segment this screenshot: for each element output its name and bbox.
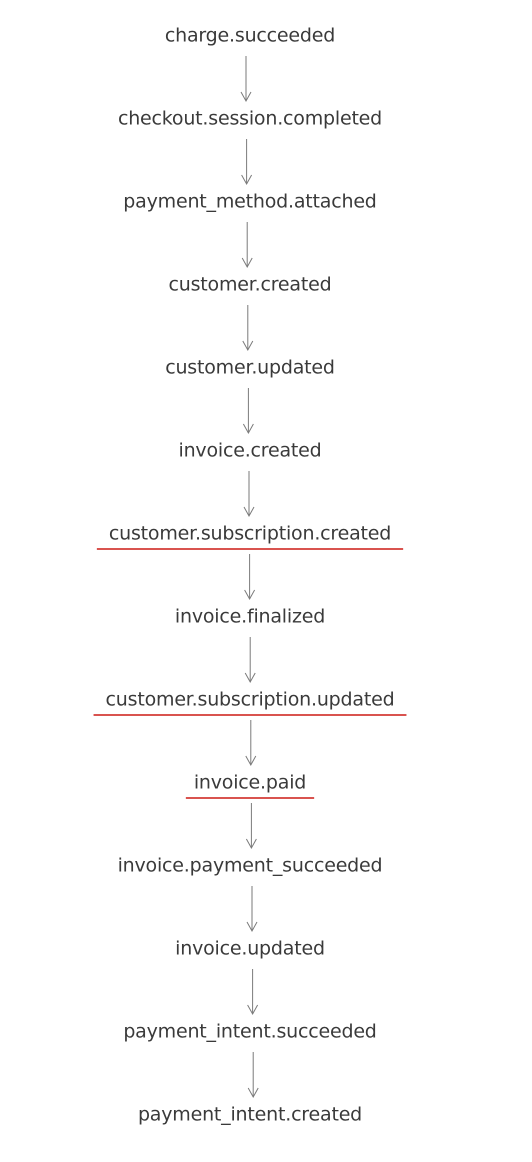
- event-node-label: checkout.session.completed: [118, 108, 382, 130]
- event-node-label: payment_method.attached: [123, 191, 376, 213]
- event-node-label: invoice.paid: [194, 772, 306, 794]
- event-node-label: invoice.payment_succeeded: [118, 855, 383, 877]
- event-node-label: invoice.created: [178, 440, 321, 462]
- event-node-label: payment_intent.created: [138, 1104, 362, 1126]
- flow-arrow: [247, 969, 259, 1016]
- event-node-label: customer.created: [169, 274, 332, 296]
- event-node-label: customer.updated: [165, 357, 335, 379]
- flow-arrow: [245, 720, 257, 767]
- flow-arrow: [244, 637, 256, 684]
- event-node-label: customer.subscription.updated: [106, 689, 395, 711]
- flow-arrow: [246, 886, 258, 933]
- flow-arrow: [242, 388, 254, 435]
- flow-arrow: [243, 471, 255, 518]
- flow-arrow: [242, 305, 254, 352]
- event-node-label: customer.subscription.created: [109, 523, 391, 545]
- event-node-label: invoice.finalized: [175, 606, 325, 628]
- flow-arrow: [245, 803, 257, 850]
- flow-arrow: [244, 554, 256, 601]
- event-node-label: invoice.updated: [175, 938, 325, 960]
- flow-arrow: [241, 139, 253, 186]
- flow-arrow: [240, 56, 252, 103]
- flow-arrow: [247, 1052, 259, 1099]
- flow-arrow: [241, 222, 253, 269]
- event-node-label: payment_intent.succeeded: [123, 1021, 376, 1043]
- event-node-label: charge.succeeded: [165, 25, 335, 47]
